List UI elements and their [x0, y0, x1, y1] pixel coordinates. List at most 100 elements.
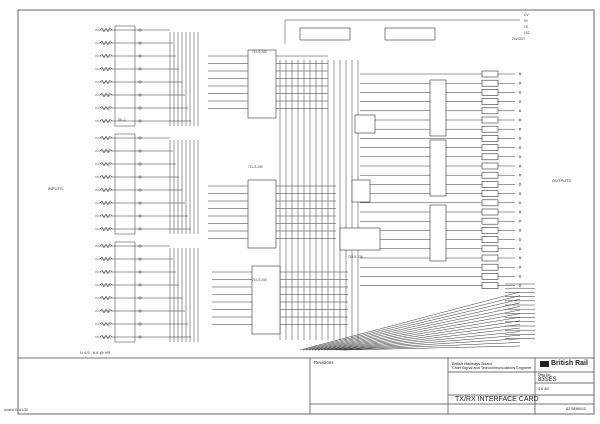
- output-driver-chip: [429, 79, 447, 137]
- input-resistor: [99, 148, 113, 154]
- output-driver-chip: [429, 139, 447, 197]
- switch-contact: [138, 93, 142, 97]
- output-resistor: [481, 125, 499, 133]
- ic-74ls240: [247, 49, 277, 119]
- input-bottom-label: U 4.5 , 6.6 @ VR: [80, 350, 111, 355]
- output-terminal: [518, 192, 522, 195]
- output-terminal: [518, 201, 522, 205]
- output-terminal: [518, 247, 522, 251]
- optocoupler: [384, 27, 436, 41]
- input-resistor: [99, 282, 113, 288]
- output-terminal: [518, 127, 522, 131]
- british-rail-logo: British Rail: [540, 360, 588, 367]
- output-terminal: [518, 164, 522, 168]
- switch-contact: [138, 244, 142, 248]
- chip-label-upper: 74 LS 240: [252, 50, 267, 54]
- switch-contact: [138, 41, 142, 45]
- sheet-reference: A2 08380/10: [566, 407, 586, 411]
- dil-label: DIL-1: [118, 118, 126, 122]
- switch-contact: [138, 28, 142, 32]
- optocoupler: [299, 27, 351, 41]
- input-resistor: [99, 161, 113, 167]
- output-resistor: [481, 107, 499, 115]
- output-terminal: [518, 265, 522, 269]
- ic-74ls240: [247, 179, 277, 249]
- switch-contact: [138, 188, 142, 192]
- fan-wire: [320, 316, 521, 351]
- output-resistor: [481, 79, 499, 87]
- output-resistor: [481, 70, 499, 78]
- ic-chips: [247, 27, 499, 335]
- resistor-networks: [99, 27, 113, 340]
- footer-stamp: Amend D. A 1/38: [4, 408, 28, 412]
- signal-label-2: CE: [524, 25, 529, 29]
- output-resistor: [481, 208, 499, 216]
- input-resistor: [99, 213, 113, 219]
- logic-gate: [351, 179, 371, 203]
- output-resistor: [481, 263, 499, 271]
- input-resistor: [99, 269, 113, 275]
- fan-wire: [329, 327, 521, 351]
- switch-contact: [138, 80, 142, 84]
- output-terminal: [518, 275, 522, 278]
- output-resistor: [481, 162, 499, 170]
- input-resistor: [99, 27, 113, 33]
- fan-wire: [335, 334, 521, 351]
- switch-contact: [138, 296, 142, 300]
- outputs-label: OUTPUTS: [552, 178, 572, 183]
- output-terminal: [518, 219, 522, 223]
- input-resistor: [99, 187, 113, 193]
- signal-label-0: OV: [524, 13, 529, 17]
- double-arrow-icon: [540, 360, 549, 367]
- switch-contact: [138, 67, 142, 71]
- input-resistor: [99, 321, 113, 327]
- board-name: British Railways Board: [452, 361, 493, 366]
- output-terminal: [518, 91, 522, 94]
- output-resistor: [481, 171, 499, 179]
- input-resistor: [99, 135, 113, 141]
- input-resistor: [99, 308, 113, 314]
- output-terminal: [518, 100, 522, 103]
- fan-wire: [305, 298, 521, 351]
- ic-74ls138: [339, 227, 381, 251]
- input-resistor: [99, 200, 113, 206]
- output-resistor: [481, 190, 499, 197]
- fan-wire: [314, 309, 521, 351]
- board-department: Chief Signal and Telecommunications Engi…: [452, 366, 532, 370]
- input-resistor: [99, 66, 113, 72]
- inputs-label: INPUTS: [48, 186, 63, 191]
- fan-wire: [317, 313, 521, 351]
- output-terminal: [518, 72, 522, 76]
- drawing-title: TX/RX INTERFACE CARD: [455, 396, 539, 403]
- input-resistor: [99, 79, 113, 85]
- fan-wire: [323, 320, 521, 351]
- input-resistor: [99, 243, 113, 249]
- fan-wire: [311, 306, 521, 351]
- fan-wire: [332, 331, 521, 351]
- input-resistor: [99, 92, 113, 98]
- dil-switch-box: [114, 25, 136, 127]
- output-terminal: [518, 155, 522, 159]
- drawing-number: 83SES: [538, 377, 557, 383]
- output-terminal: [518, 81, 522, 85]
- fan-wire: [344, 345, 521, 351]
- input-resistor: [99, 118, 113, 124]
- output-resistor: [481, 254, 499, 262]
- output-resistor: [481, 236, 499, 243]
- output-terminal: [518, 146, 522, 149]
- output-terminal: [518, 284, 522, 287]
- output-resistor: [481, 273, 499, 280]
- switch-contact: [138, 54, 142, 58]
- output-resistor: [481, 227, 499, 234]
- dil-switch-box: [114, 241, 136, 343]
- title-block-frame: [18, 357, 594, 414]
- output-terminal: [518, 256, 522, 260]
- switch-contact: [138, 214, 142, 218]
- fan-wire: [338, 338, 521, 351]
- switch-contact: [138, 106, 142, 110]
- dil-switch-box: [114, 133, 136, 235]
- logic-gate: [354, 114, 376, 134]
- switch-contact: [138, 322, 142, 326]
- output-driver-chip: [429, 204, 447, 262]
